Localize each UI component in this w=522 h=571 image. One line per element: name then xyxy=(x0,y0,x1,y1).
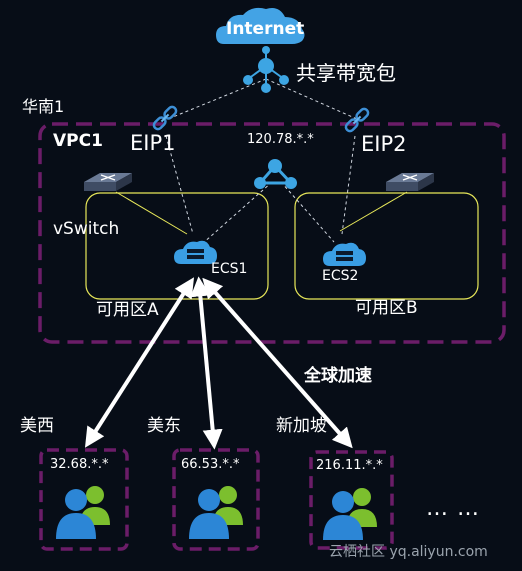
users-icon-us-west xyxy=(56,486,110,539)
site-ip-us-east: 66.53.*.* xyxy=(181,457,240,472)
users-icon-singapore xyxy=(323,488,377,540)
zone-a-box xyxy=(85,192,269,300)
vpc-ip-label: 120.78.*.* xyxy=(247,132,314,147)
eip2-link-icon xyxy=(344,107,370,133)
shared-bandwidth-label: 共享带宽包 xyxy=(296,61,396,85)
site-ip-singapore: 216.11.*.* xyxy=(316,458,383,473)
vswitch-label: vSwitch xyxy=(53,219,120,239)
dashed-links xyxy=(165,78,358,245)
internet-cloud-icon xyxy=(216,7,305,44)
ecs2-server-icon xyxy=(323,242,366,266)
site-name-us-west: 美西 xyxy=(20,416,54,436)
global-acceleration-label: 全球加速 xyxy=(304,366,372,386)
site-name-us-east: 美东 xyxy=(147,416,181,436)
more-sites-ellipsis: … … xyxy=(426,496,480,521)
watermark: 云栖社区 yq.aliyun.com xyxy=(329,544,488,560)
site-ip-us-west: 32.68.*.* xyxy=(50,457,109,472)
ecs2-label: ECS2 xyxy=(322,268,359,284)
ecs1-server-icon xyxy=(174,240,217,264)
eip1-label: EIP1 xyxy=(130,131,176,155)
vswitch-link-b xyxy=(339,191,408,232)
zone-b-label: 可用区B xyxy=(355,298,418,318)
ecs1-label: ECS1 xyxy=(211,261,248,277)
vswitch-a-icon xyxy=(84,173,132,191)
vpc-router-icon xyxy=(254,159,297,189)
vswitch-b-icon xyxy=(386,173,434,191)
vswitch-link-a xyxy=(115,191,188,235)
internet-label: Internet xyxy=(226,19,305,39)
vpc-label: VPC1 xyxy=(53,131,103,151)
eip2-label: EIP2 xyxy=(361,132,407,156)
site-name-singapore: 新加坡 xyxy=(276,416,327,436)
hub-icon xyxy=(243,46,289,93)
site-boxes xyxy=(39,448,394,551)
zone-b-box xyxy=(294,192,479,300)
eip1-link-icon xyxy=(152,105,178,131)
region-label: 华南1 xyxy=(22,97,65,116)
zone-a-label: 可用区A xyxy=(96,300,159,320)
acceleration-arrows xyxy=(84,276,353,450)
users-icon-us-east xyxy=(189,486,243,539)
